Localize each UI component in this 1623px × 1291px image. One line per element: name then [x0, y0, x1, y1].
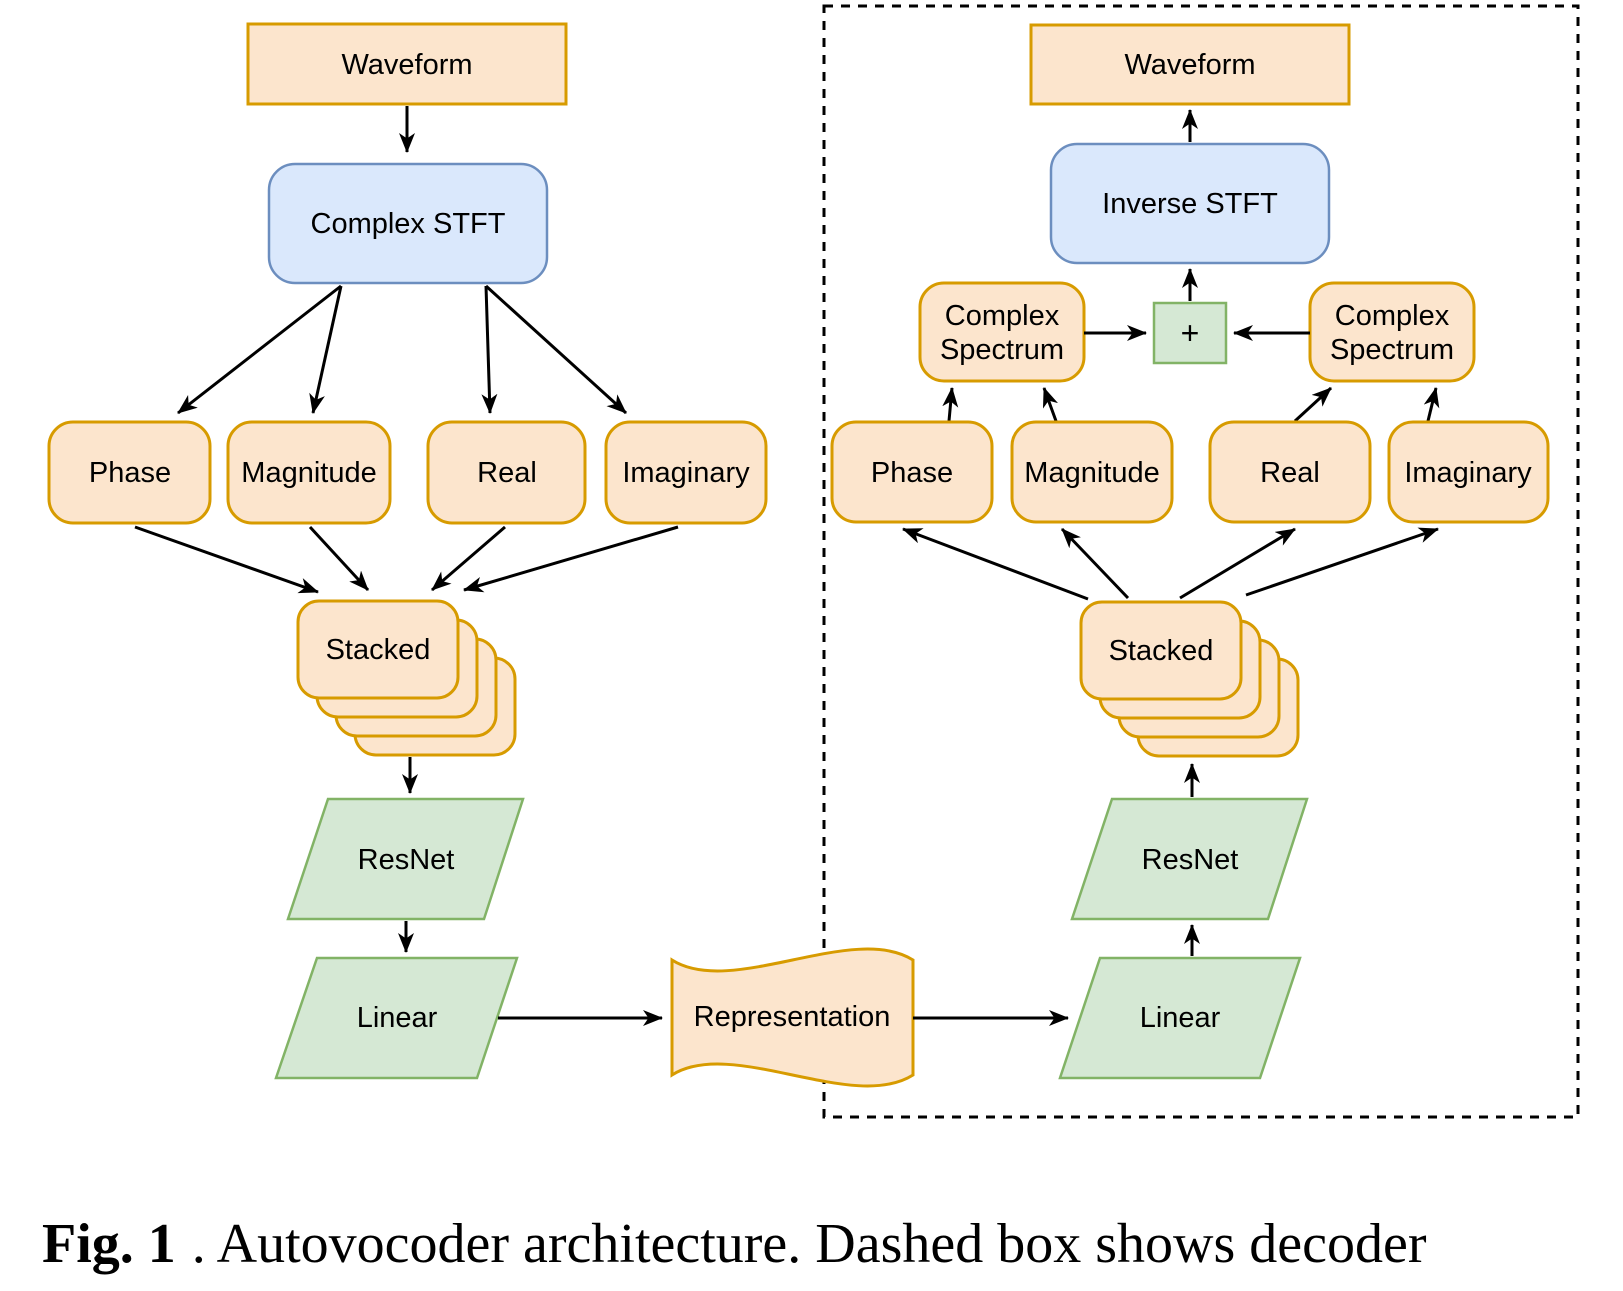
- decoder-waveform-box: [1029, 23, 1351, 106]
- arrow-stacked-to-magnitude: [1060, 527, 1130, 600]
- decoder-linear-box: [1058, 956, 1302, 1080]
- complex-stft-label: Complex STFT: [311, 208, 506, 240]
- inverse-stft-label: Inverse STFT: [1102, 188, 1278, 220]
- encoder-real-label: Real: [477, 457, 537, 489]
- encoder-magnitude-label: Magnitude: [241, 457, 376, 489]
- decoder-imaginary-label: Imaginary: [1404, 457, 1532, 489]
- encoder-phase-label: Phase: [89, 457, 171, 489]
- encoder-phase-box: [47, 420, 212, 525]
- decoder-dashed-box: [822, 4, 1580, 1119]
- decoder-stacked-box: [1079, 600, 1243, 701]
- arrow-magnitude-to-cs-left: [1042, 387, 1059, 422]
- arrow-imaginary-to-cs-right: [1423, 387, 1440, 422]
- arrow-stft-to-magnitude: [309, 285, 343, 414]
- encoder-waveform-label: Waveform: [341, 49, 472, 81]
- complex-spectrum-left-line2: Spectrum: [940, 334, 1064, 366]
- arrow-stft-to-real: [481, 285, 498, 414]
- encoder-imaginary-box: [604, 420, 768, 525]
- arrow-stacked-to-phase: [902, 527, 1089, 601]
- arrow-magnitude-to-stacked: [308, 525, 370, 592]
- encoder-resnet-box: [286, 797, 525, 921]
- arrow-real-to-cs-right: [1293, 386, 1333, 423]
- encoder-stacked-box: [296, 599, 460, 700]
- decoder-real-box: [1208, 420, 1372, 524]
- encoder-real-box: [426, 420, 587, 525]
- decoder-resnet-label: ResNet: [1142, 844, 1239, 876]
- encoder-linear-box: [274, 956, 519, 1080]
- decoder-linear-label: Linear: [1140, 1002, 1221, 1034]
- complex-spectrum-right-line2: Spectrum: [1330, 334, 1454, 366]
- decoder-stacked-label: Stacked: [1109, 635, 1214, 667]
- complex-spectrum-right-line1: Complex: [1335, 300, 1450, 332]
- encoder-magnitude-box: [226, 420, 392, 525]
- figure-caption-label: Fig. 1: [42, 1213, 176, 1275]
- arrow-stacked-to-real: [1179, 527, 1296, 600]
- complex-spectrum-left-box: [918, 281, 1086, 383]
- encoder-imaginary-label: Imaginary: [622, 457, 750, 489]
- decoder-imaginary-box: [1387, 420, 1550, 524]
- arrow-phase-to-stacked: [134, 525, 319, 594]
- inverse-stft-box: [1049, 142, 1331, 265]
- arrow-stft-to-imaginary: [484, 284, 628, 415]
- encoder-resnet-label: ResNet: [358, 844, 455, 876]
- complex-spectrum-left-line1: Complex: [945, 300, 1060, 332]
- decoder-magnitude-box: [1010, 420, 1174, 524]
- arrow-real-to-stacked: [431, 525, 506, 592]
- representation-label: Representation: [694, 1001, 891, 1033]
- plus-box: [1152, 301, 1228, 365]
- decoder-resnet-box: [1070, 797, 1309, 921]
- figure-caption-text: . Autovocoder architecture. Dashed box s…: [192, 1213, 1427, 1275]
- encoder-linear-label: Linear: [357, 1002, 438, 1034]
- representation-tape: [670, 947, 915, 1088]
- decoder-stacked-stack: Stacked: [1079, 600, 1300, 758]
- complex-stft-box: [267, 162, 549, 285]
- complex-spectrum-right-box: [1308, 281, 1476, 383]
- encoder-stacked-label: Stacked: [326, 634, 431, 666]
- plus-label: +: [1181, 315, 1200, 351]
- decoder-magnitude-label: Magnitude: [1024, 457, 1159, 489]
- figure-caption: Fig. 1 . Autovocoder architecture. Dashe…: [42, 1213, 1427, 1275]
- arrow-imaginary-to-stacked: [463, 525, 679, 593]
- arrow-phase-to-cs-left: [942, 387, 959, 422]
- decoder-phase-box: [830, 420, 994, 524]
- arrow-stft-to-phase: [177, 284, 342, 415]
- decoder-real-label: Real: [1260, 457, 1320, 489]
- encoder-stacked-stack: Stacked: [296, 599, 517, 757]
- arrow-stacked-to-imaginary: [1245, 527, 1439, 597]
- encoder-waveform-box: [246, 22, 568, 106]
- decoder-phase-label: Phase: [871, 457, 953, 489]
- decoder-waveform-label: Waveform: [1124, 49, 1255, 81]
